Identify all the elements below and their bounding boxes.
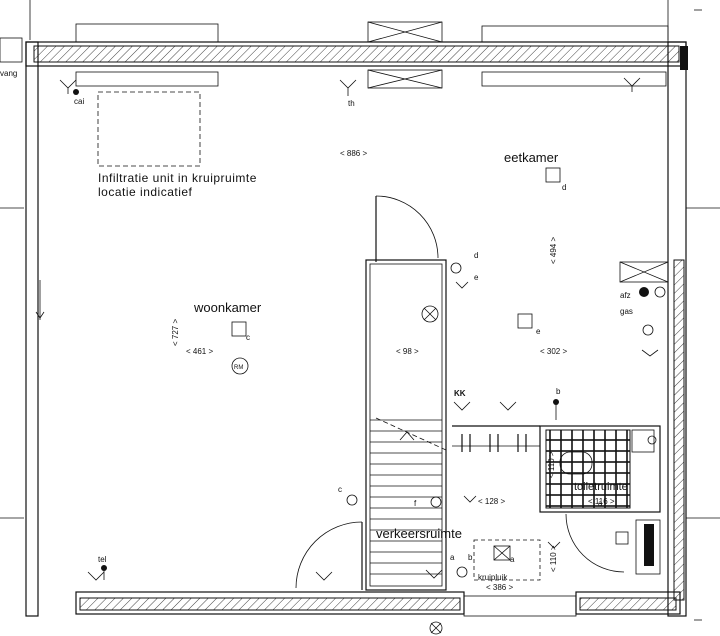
infiltration-unit-outline [97, 91, 201, 167]
meter-symbol [429, 621, 443, 635]
crawl-hatch [473, 539, 541, 581]
dim-110-hall: < 110 > [549, 545, 558, 572]
door-swing-hall [295, 521, 363, 589]
label-d-switch: d [474, 251, 478, 260]
label-a-switch2: a [510, 555, 515, 564]
dim-386: < 386 > [486, 583, 513, 592]
dim-116: < 116 > [588, 497, 615, 506]
dim-494: < 494 > [549, 237, 558, 264]
dim-886: < 886 > [340, 149, 367, 158]
room-label-toiletruimte: toiletruimte [574, 481, 628, 493]
dim-110-toilet: < 110 > [547, 451, 556, 478]
label-tel: tel [98, 555, 107, 564]
reference-lines [0, 0, 720, 621]
dim-98: < 98 > [396, 347, 419, 356]
note-infiltratie-line1: Infiltratie unit in kruipruimte [98, 171, 257, 185]
dim-128: < 128 > [478, 497, 505, 506]
label-a-switch1: a [450, 553, 455, 562]
room-label-verkeersruimte: verkeersruimte [376, 526, 462, 541]
dim-461: < 461 > [186, 347, 213, 356]
label-b-switch: b [468, 553, 473, 562]
label-gas: gas [620, 307, 633, 316]
label-c-switch: c [338, 485, 342, 494]
dim-727: < 727 > [171, 319, 180, 346]
note-infiltratie-line2: locatie indicatief [98, 185, 193, 199]
label-cai: cai [74, 97, 84, 106]
label-f: f [414, 499, 417, 508]
label-afz: afz [620, 291, 631, 300]
label-e-switch: e [474, 273, 479, 282]
label-b-light: b [556, 387, 561, 396]
wall-fixtures [461, 434, 527, 452]
room-label-woonkamer: woonkamer [193, 300, 262, 315]
note-kruipluik: kruipluik [478, 573, 508, 582]
label-rm: RM [234, 365, 243, 371]
door-swing-stair [375, 195, 439, 259]
label-d-light: d [562, 183, 566, 192]
room-label-eetkamer: eetkamer [504, 150, 559, 165]
label-a-switch3: a [598, 499, 603, 508]
exterior-walls [0, 21, 688, 617]
label-vang: vang [0, 69, 17, 78]
dim-302: < 302 > [540, 347, 567, 356]
label-kk: KK [454, 389, 466, 398]
outlet-symbols [59, 77, 659, 581]
label-e-light: e [536, 327, 541, 336]
staircase [365, 259, 447, 591]
light-fixtures [73, 89, 666, 580]
toilet-room [452, 261, 669, 575]
label-th: th [348, 99, 355, 108]
label-c-light: c [246, 333, 250, 342]
